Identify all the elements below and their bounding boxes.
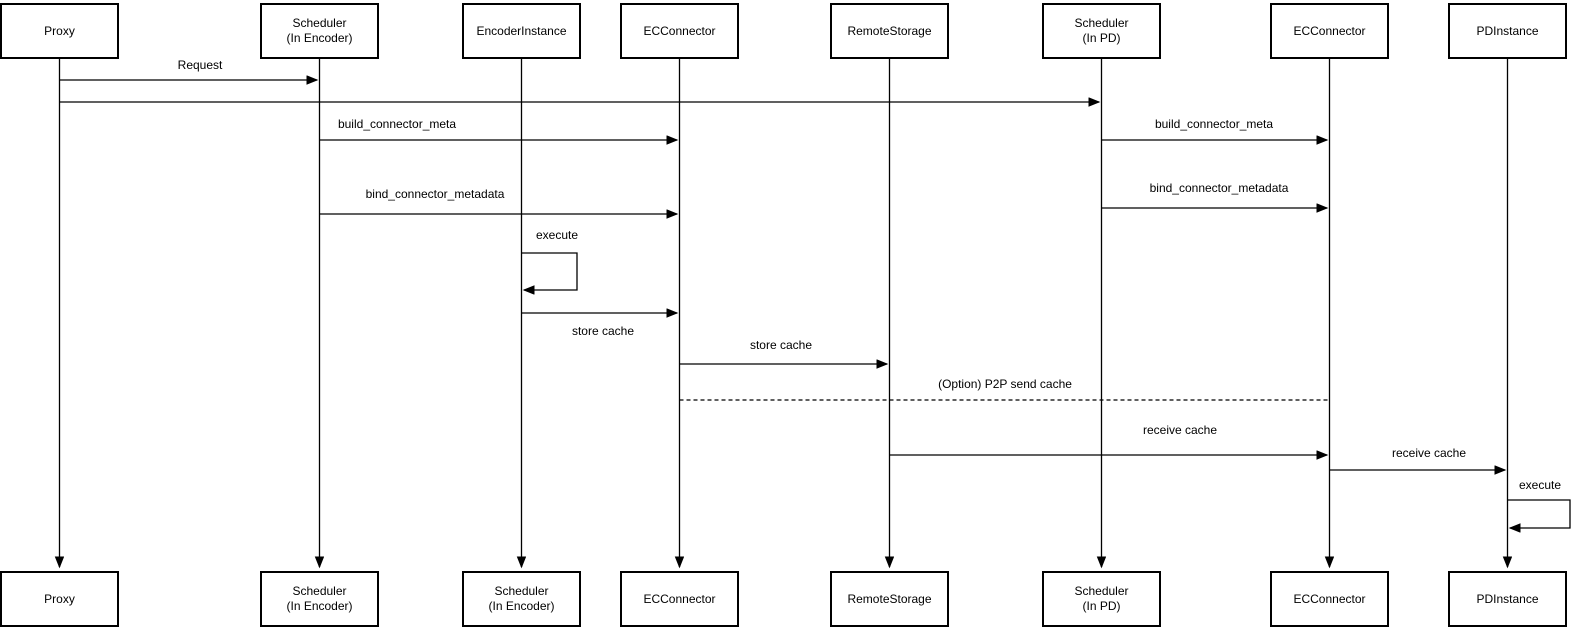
actor-top-pd-instance: PDInstance	[1448, 3, 1567, 59]
label-execute-encoder: execute	[533, 228, 581, 242]
actor-top-remote-storage: RemoteStorage	[830, 3, 949, 59]
actor-top-ecconnector-pd: ECConnector	[1270, 3, 1389, 59]
actor-top-scheduler-encoder: Scheduler (In Encoder)	[260, 3, 379, 59]
actor-bottom-scheduler-pd: Scheduler (In PD)	[1042, 571, 1161, 627]
actor-bottom-ecconnector-encoder: ECConnector	[620, 571, 739, 627]
label-receive-cache-ecconnector: receive cache	[1140, 423, 1220, 437]
actor-bottom-proxy: Proxy	[0, 571, 119, 627]
label-bind-connector-metadata-pd: bind_connector_metadata	[1147, 181, 1291, 195]
actor-bottom-remote-storage: RemoteStorage	[830, 571, 949, 627]
actor-top-proxy: Proxy	[0, 3, 119, 59]
actor-bottom-scheduler-encoder: Scheduler (In Encoder)	[260, 571, 379, 627]
actor-bottom-ecconnector-pd: ECConnector	[1270, 571, 1389, 627]
label-p2p-send-cache: (Option) P2P send cache	[936, 377, 1074, 391]
label-receive-cache-pdinstance: receive cache	[1389, 446, 1469, 460]
label-store-cache-remote: store cache	[747, 338, 815, 352]
label-bind-connector-metadata-encoder: bind_connector_metadata	[363, 187, 507, 201]
actor-bottom-pd-instance: PDInstance	[1448, 571, 1567, 627]
actor-bottom-scheduler-encoder-2: Scheduler (In Encoder)	[462, 571, 581, 627]
actor-top-encoder-instance: EncoderInstance	[462, 3, 581, 59]
actor-top-ecconnector-encoder: ECConnector	[620, 3, 739, 59]
actor-top-scheduler-pd: Scheduler (In PD)	[1042, 3, 1161, 59]
lifelines	[60, 59, 1508, 567]
arrow-execute-self-loop-pd	[1507, 499, 1571, 528]
message-arrows	[60, 80, 1571, 528]
label-request: Request	[175, 58, 225, 72]
label-store-cache-encoder: store cache	[569, 324, 637, 338]
label-build-connector-meta-encoder: build_connector_meta	[335, 117, 459, 131]
label-execute-pd: execute	[1516, 478, 1564, 492]
arrow-execute-self-loop-encoder	[521, 252, 578, 290]
label-build-connector-meta-pd: build_connector_meta	[1152, 117, 1276, 131]
